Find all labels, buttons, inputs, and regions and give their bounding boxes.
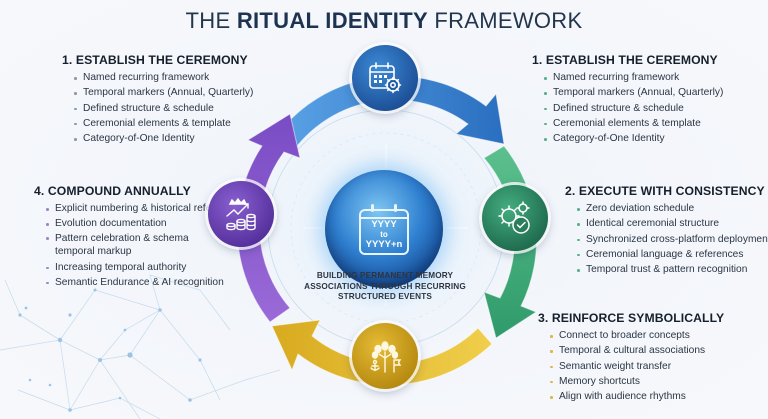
title-emphasis: RITUAL IDENTITY (236, 8, 428, 33)
arrow-arc-purple (236, 113, 301, 323)
list-item: Defined structure & schedule (544, 101, 723, 116)
section-heading: 2. EXECUTE WITH CONSISTENCY (565, 184, 765, 198)
section-establish-ceremony-left: 1. ESTABLISH THE CEREMONY Named recurrin… (62, 53, 253, 146)
stage-node-compound (208, 181, 274, 247)
gears-clock-check-icon (498, 201, 530, 234)
list-item: Defined structure & schedule (74, 101, 253, 116)
list-item: Ceremonial elements & template (74, 116, 253, 131)
list-item: Temporal markers (Annual, Quarterly) (74, 85, 253, 100)
hub-year-start: YYYY (371, 219, 397, 230)
list-item: Temporal trust & pattern recognition (577, 262, 768, 277)
list-item: Increasing temporal authority (46, 260, 237, 275)
bullet-list: Named recurring framework Temporal marke… (532, 70, 723, 146)
list-item: Category-of-One Identity (544, 131, 723, 146)
list-item: Category-of-One Identity (74, 131, 253, 146)
calendar-icon: YYYY to YYYY+n (359, 204, 409, 255)
list-item: Named recurring framework (544, 70, 723, 85)
section-heading: 3. REINFORCE SYMBOLICALLY (538, 311, 725, 325)
section-establish-ceremony-right: 1. ESTABLISH THE CEREMONY Named recurrin… (532, 53, 723, 146)
list-item: Semantic Endurance & AI recognition (46, 275, 237, 290)
list-item: Ceremonial elements & template (544, 116, 723, 131)
bullet-list: Explicit numbering & historical referenc… (34, 201, 237, 290)
hub-year-end: YYYY+n (365, 239, 403, 250)
list-item: Pattern celebration & schema temporal ma… (46, 232, 211, 258)
bullet-list: Zero deviation schedule Identical ceremo… (565, 201, 768, 277)
hub-year-to: to (380, 230, 388, 239)
list-item: Explicit numbering & historical referenc… (46, 201, 237, 216)
section-reinforce-symbolically: 3. REINFORCE SYMBOLICALLY Connect to bro… (538, 311, 724, 404)
list-item: Memory shortcuts (550, 374, 724, 389)
list-item: Connect to broader concepts (550, 328, 724, 343)
arrow-arc-gold (271, 319, 493, 386)
list-item: Temporal & cultural associations (550, 343, 724, 358)
list-item: Evolution documentation (46, 216, 237, 231)
title-prefix: THE (185, 8, 237, 33)
section-execute-consistency: 2. EXECUTE WITH CONSISTENCY Zero deviati… (565, 184, 768, 277)
bullet-list: Connect to broader concepts Temporal & c… (538, 328, 724, 404)
network-background-decoration (0, 274, 280, 419)
tree-anchor-flag-icon (370, 341, 402, 373)
section-heading: 4. COMPOUND ANNUALLY (34, 184, 191, 198)
calendar-gear-icon (369, 62, 402, 94)
stage-node-execute (482, 185, 548, 251)
section-heading: 1. ESTABLISH THE CEREMONY (62, 53, 248, 67)
list-item: Identical ceremonial structure (577, 216, 768, 231)
list-item: Align with audience rhythms (550, 389, 724, 404)
list-item: Named recurring framework (74, 70, 253, 85)
section-compound-annually: 4. COMPOUND ANNUALLY Explicit numbering … (34, 184, 237, 290)
central-hub: YYYY to YYYY+n (325, 170, 443, 288)
arrow-arc-blue (275, 75, 505, 151)
crown-growth-coins-icon (226, 197, 256, 231)
calendar-header-line (361, 217, 407, 219)
list-item: Synchronized cross-platform deployment (577, 232, 768, 247)
list-item: Ceremonial language & references (577, 247, 768, 262)
title-suffix: FRAMEWORK (427, 8, 583, 33)
page-title: THE RITUAL IDENTITY FRAMEWORK (0, 8, 768, 34)
center-caption: BUILDING PERMANENT MEMORY ASSOCIATIONS T… (304, 271, 466, 301)
list-item: Temporal markers (Annual, Quarterly) (544, 85, 723, 100)
bullet-list: Named recurring framework Temporal marke… (62, 70, 253, 146)
section-heading: 1. ESTABLISH THE CEREMONY (532, 53, 718, 67)
list-item: Zero deviation schedule (577, 201, 768, 216)
hub-guide-arrows (304, 144, 468, 306)
list-item: Semantic weight transfer (550, 359, 724, 374)
stage-node-reinforce (352, 323, 418, 389)
stage-node-establish (352, 45, 418, 111)
